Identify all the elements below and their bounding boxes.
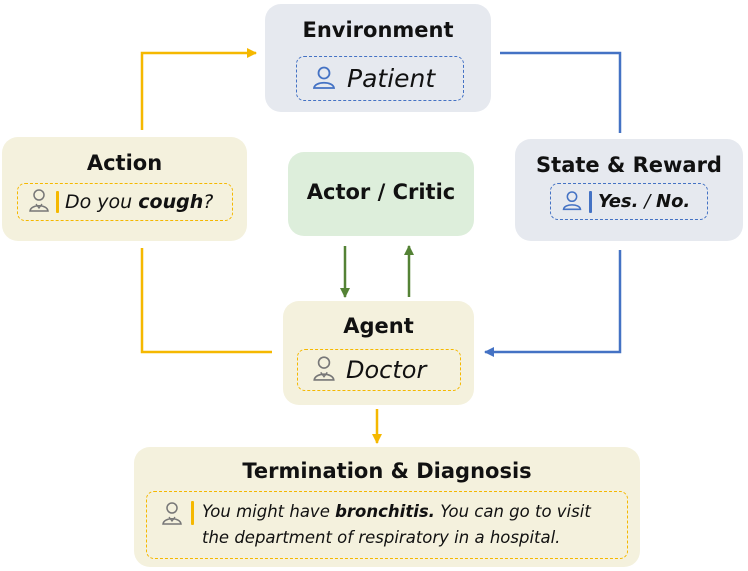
action-to-environment-arrow [140, 48, 257, 130]
doctor-pill: Doctor [297, 349, 461, 391]
diagnosis-pill: You might have bronchitis. You can go to… [146, 491, 628, 559]
state-reward-title: State & Reward [536, 153, 722, 177]
termination-box: Termination & Diagnosis You might have b… [134, 447, 640, 567]
diagnosis-line-1: You might have bronchitis. You can go to… [202, 502, 591, 521]
diagnosis-text: You might have bronchitis. You can go to… [202, 499, 591, 551]
action-utterance-pill: Do you cough? [17, 183, 233, 221]
agent-to-action-line [140, 248, 272, 354]
patient-pill: Patient [296, 56, 464, 101]
speech-bar [589, 190, 592, 213]
patient-answer: Yes. / No. [598, 191, 691, 212]
environment-title: Environment [302, 18, 454, 42]
patient-answer-pill: Yes. / No. [550, 183, 708, 220]
doctor-label: Doctor [346, 356, 427, 384]
doctor-icon [312, 355, 336, 385]
action-utterance: Do you cough? [65, 191, 214, 213]
speech-bar [191, 501, 194, 525]
termination-title: Termination & Diagnosis [242, 459, 532, 483]
agent-title: Agent [343, 314, 414, 338]
patient-icon [311, 64, 337, 94]
environment-box: Environment Patient [265, 4, 491, 112]
speech-bar [56, 191, 59, 213]
patient-label: Patient [347, 64, 436, 93]
diagnosis-line-2: the department of respiratory in a hospi… [202, 528, 561, 547]
state-to-agent-arrow [484, 250, 622, 357]
environment-to-state-line [500, 51, 622, 133]
actor-critic-box: Actor / Critic [288, 152, 474, 236]
patient-icon [561, 189, 583, 215]
actor-critic-title: Actor / Critic [306, 180, 456, 204]
doctor-icon [161, 500, 183, 530]
agent-box: Agent Doctor [283, 301, 474, 405]
action-title: Action [86, 151, 163, 175]
action-box: Action Do you cough? [2, 137, 247, 241]
state-reward-box: State & Reward Yes. / No. [515, 139, 743, 241]
doctor-icon [28, 188, 50, 216]
